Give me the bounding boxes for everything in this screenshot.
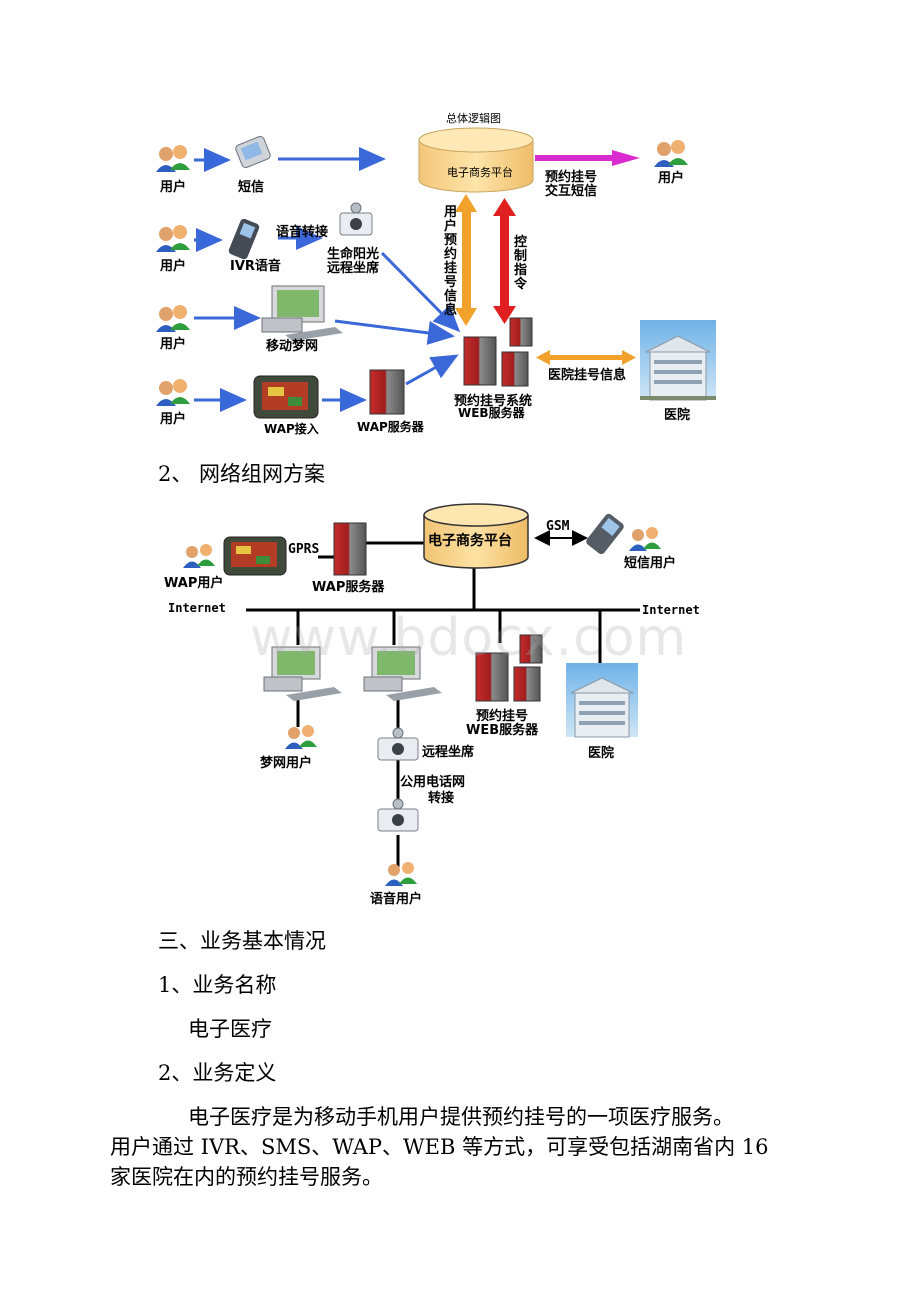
platform-label: 电子商务平台	[428, 533, 512, 549]
definition-paragraph-line: 用户通过 IVR、SMS、WAP、WEB 等方式，可享受包括湖南省内 16	[110, 1135, 769, 1159]
hospital-info-arrow	[536, 350, 636, 365]
wap-server-icon	[369, 369, 405, 415]
definition-paragraph-line: 电子医疗是为移动手机用户提供预约挂号的一项医疗服务。	[188, 1105, 734, 1129]
sms-label: 短信	[238, 180, 265, 195]
ivr-label: IVR语音	[230, 259, 281, 274]
wap-device-icon	[253, 375, 319, 419]
web-server-label: WEB服务器	[458, 406, 525, 420]
hospital-label: 医院	[588, 746, 615, 761]
hospital-building-icon	[640, 320, 716, 401]
wap-server-label: WAP服务器	[312, 580, 385, 595]
item-heading-definition: 2、业务定义	[158, 1061, 277, 1085]
gsm-label: GSM	[546, 519, 570, 534]
wap-server-icon	[333, 522, 367, 576]
item-heading-name: 1、业务名称	[158, 973, 277, 997]
control-command-label: 控制指令	[514, 235, 528, 292]
dream-net-label: 移动梦网	[266, 339, 319, 354]
user-icon	[385, 862, 417, 886]
user-icon	[156, 225, 190, 252]
logical-diagram	[156, 127, 716, 419]
sms-user-label: 短信用户	[624, 556, 677, 571]
gprs-label: GPRS	[288, 542, 320, 557]
desk-phone-icon	[339, 202, 373, 236]
web-server-icon	[475, 634, 543, 702]
platform-label: 电子商务平台	[447, 166, 513, 179]
mobile-phone-icon	[228, 218, 260, 260]
user-icon	[156, 379, 190, 406]
flow-arrows	[194, 147, 461, 412]
hospital-info-label: 医院挂号信息	[548, 368, 627, 383]
user-label: 用户	[160, 259, 187, 274]
computer-icon	[363, 646, 442, 701]
watermark: www.bdocx.com	[250, 608, 688, 668]
user-icon	[654, 140, 688, 167]
definition-paragraph-line: 家医院在内的预约挂号服务。	[110, 1165, 383, 1189]
user-label: 用户	[160, 337, 187, 352]
pstn-label: 公用电话网	[400, 775, 466, 790]
remote-seat-label: 远程坐席	[327, 261, 380, 276]
wap-user-label: WAP用户	[164, 576, 224, 591]
network-diagram	[183, 503, 661, 886]
user-label: 用户	[160, 180, 187, 195]
wap-device-icon	[223, 536, 287, 576]
pstn-label: 转接	[428, 791, 455, 806]
user-icon	[156, 145, 190, 172]
user-label: 用户	[160, 412, 187, 427]
booking-sms-label: 交互短信	[545, 184, 598, 199]
mobile-phone-icon	[586, 513, 624, 555]
remote-seat-label: 远程坐席	[422, 745, 475, 760]
platform-cylinder	[423, 503, 529, 569]
voice-transfer-label: 语音转接	[276, 225, 329, 240]
internet-label-left: Internet	[168, 601, 226, 615]
booking-sms-label: 预约挂号	[545, 170, 598, 185]
voice-user-label: 语音用户	[370, 892, 423, 907]
computer-icon	[263, 646, 342, 701]
remote-seat-label: 生命阳光	[327, 247, 380, 262]
web-server-label: 预约挂号系统	[454, 394, 533, 409]
hospital-label: 医院	[664, 408, 691, 423]
computer-icon	[261, 285, 343, 341]
section-heading-network: 2、 网络组网方案	[158, 462, 326, 486]
user-booking-info-label: 用户预约挂号信息	[444, 205, 458, 318]
user-label: 用户	[658, 171, 685, 186]
diagram-title: 总体逻辑图	[446, 112, 501, 125]
wap-server-label: WAP服务器	[357, 420, 424, 434]
dream-user-label: 梦网用户	[260, 756, 313, 771]
user-booking-arrow	[455, 194, 477, 326]
user-icon	[183, 544, 215, 568]
desk-phone-icon	[377, 798, 419, 832]
control-command-arrow	[493, 198, 516, 324]
sms-interaction-arrow	[535, 150, 640, 166]
desk-phone-icon	[377, 727, 419, 761]
pda-icon	[235, 135, 271, 169]
user-icon	[285, 725, 317, 749]
network-lines	[246, 530, 640, 867]
section-heading-business: 三、业务基本情况	[158, 929, 326, 953]
business-name: 电子医疗	[188, 1017, 272, 1041]
hospital-building-icon	[566, 663, 638, 738]
internet-label-right: Internet	[642, 603, 700, 617]
web-server-icon	[463, 317, 533, 387]
user-icon	[629, 527, 661, 551]
web-server-label: WEB服务器	[466, 723, 539, 738]
user-icon	[156, 305, 190, 332]
web-server-label: 预约挂号	[476, 709, 529, 724]
wap-access-label: WAP接入	[264, 422, 319, 436]
platform-cylinder	[418, 127, 534, 193]
